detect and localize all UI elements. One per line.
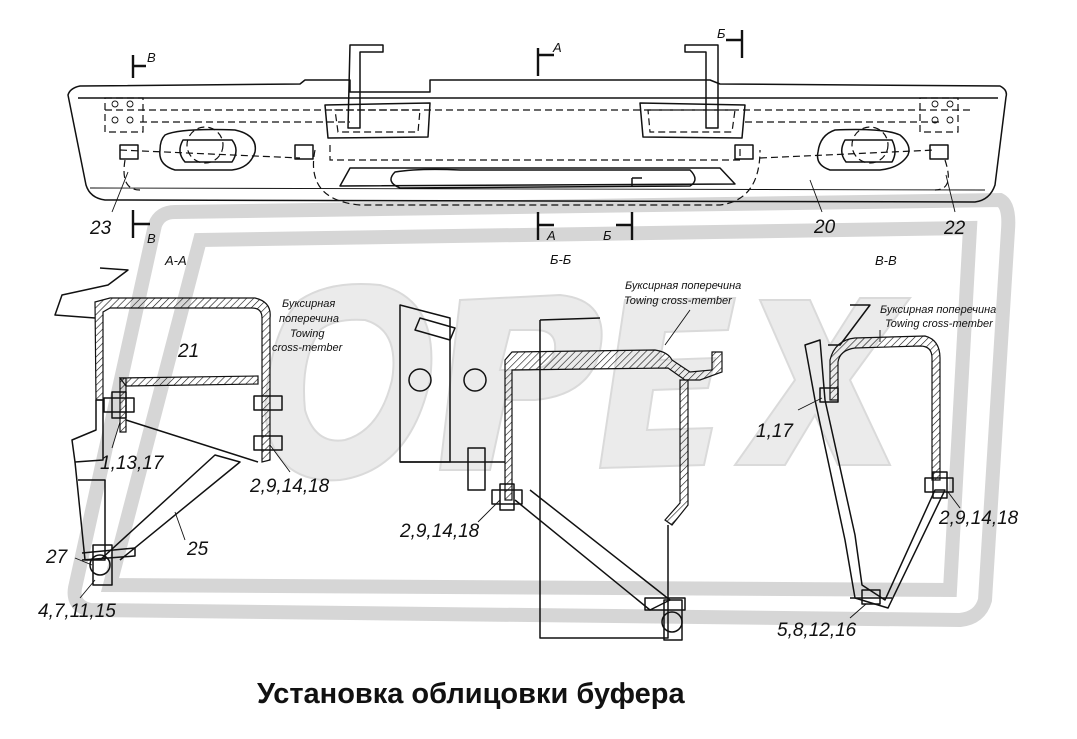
note-bb-ru: Буксирная поперечина [625,280,741,292]
section-mark-a-bottom: А [546,228,556,243]
section-a-a-callouts: 21 1,13,17 2,9,14,18 25 27 4,7,11,15 Бук… [38,298,344,622]
note-bb-en: Towing cross-member [624,295,733,307]
front-view-callouts: 23 20 22 [89,171,966,239]
callout-1-17: 1,17 [756,421,794,442]
callout-5-8-12-16: 5,8,12,16 [777,620,857,641]
callout-2-9-14-18-aa: 2,9,14,18 [249,476,330,497]
watermark [67,192,1016,628]
section-mark-a-top: А [552,40,562,55]
section-title-vv: В-В [875,253,897,268]
section-a-a: А-А [54,253,283,586]
callout-1-13-17-aa: 1,13,17 [100,453,165,474]
callout-4-7-11-15: 4,7,11,15 [38,601,116,622]
section-title-aa: А-А [164,253,187,268]
callout-21: 21 [177,341,199,362]
drawing-title: Установка облицовки буфера [257,678,685,710]
callout-27: 27 [45,547,69,568]
section-mark-b-top: Б [717,26,726,41]
callout-25: 25 [186,539,209,560]
section-v-v: В-В [804,253,954,609]
section-mark-v-bottom: В [147,231,156,246]
section-title-bb: Б-Б [550,252,572,267]
callout-20: 20 [813,217,836,238]
section-v-v-callouts: Буксирная поперечина Towing cross-member… [756,304,1019,641]
bumper-front-view [67,44,1008,206]
watermark-letters [263,283,912,482]
callout-2-9-14-18-bb: 2,9,14,18 [399,521,480,542]
note-vv-en: Towing cross-member [885,318,994,330]
section-b-b-callouts: Буксирная поперечина Towing cross-member… [399,280,741,542]
callout-23: 23 [89,218,112,239]
note-aa-en-2: cross-member [272,342,344,354]
callout-2-9-14-18-vv: 2,9,14,18 [938,508,1019,529]
note-aa-ru-2: поперечина [279,313,339,325]
note-aa-en-1: Towing [290,328,325,340]
section-cut-marks: В В А А Б Б [131,26,744,246]
section-mark-b-bottom: Б [603,228,612,243]
note-aa-ru-1: Буксирная [282,298,335,310]
section-b-b: Б-Б [399,252,723,641]
callout-22: 22 [943,218,966,239]
note-vv-ru: Буксирная поперечина [880,304,996,316]
section-mark-v-top: В [147,50,156,65]
